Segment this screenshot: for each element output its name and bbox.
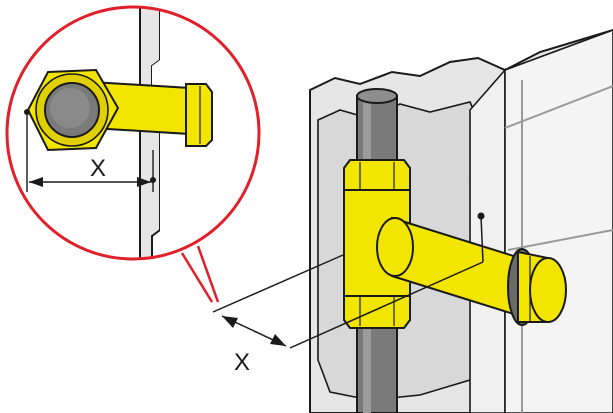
magnifier-callout: X	[5, 5, 261, 303]
main-scene: X	[212, 28, 613, 413]
panel-face	[469, 67, 506, 413]
detail-panel-front	[152, 7, 259, 259]
arrow-head	[222, 316, 238, 328]
tee-bottom-nut	[343, 295, 411, 329]
guide-line	[507, 229, 613, 251]
callout-connector	[180, 252, 214, 303]
dimension-leader	[480, 215, 484, 263]
tee-top-nut	[343, 159, 411, 191]
end-cap-face	[529, 257, 567, 323]
branch-pipe-opening	[376, 217, 414, 277]
dimension-leader	[212, 254, 344, 313]
arrow-head	[270, 334, 286, 346]
callout-connector	[196, 245, 220, 303]
detail-end-cap	[185, 83, 213, 147]
detail-dimension-label: X	[90, 155, 106, 182]
magnifier-rim	[5, 5, 261, 261]
pipe-top	[356, 88, 398, 104]
arrow-head	[137, 177, 151, 187]
arrow-head	[29, 177, 43, 187]
dimension-leader	[289, 261, 484, 349]
detail-pipe-inner	[50, 88, 90, 128]
main-dimension-label: X	[234, 349, 250, 376]
